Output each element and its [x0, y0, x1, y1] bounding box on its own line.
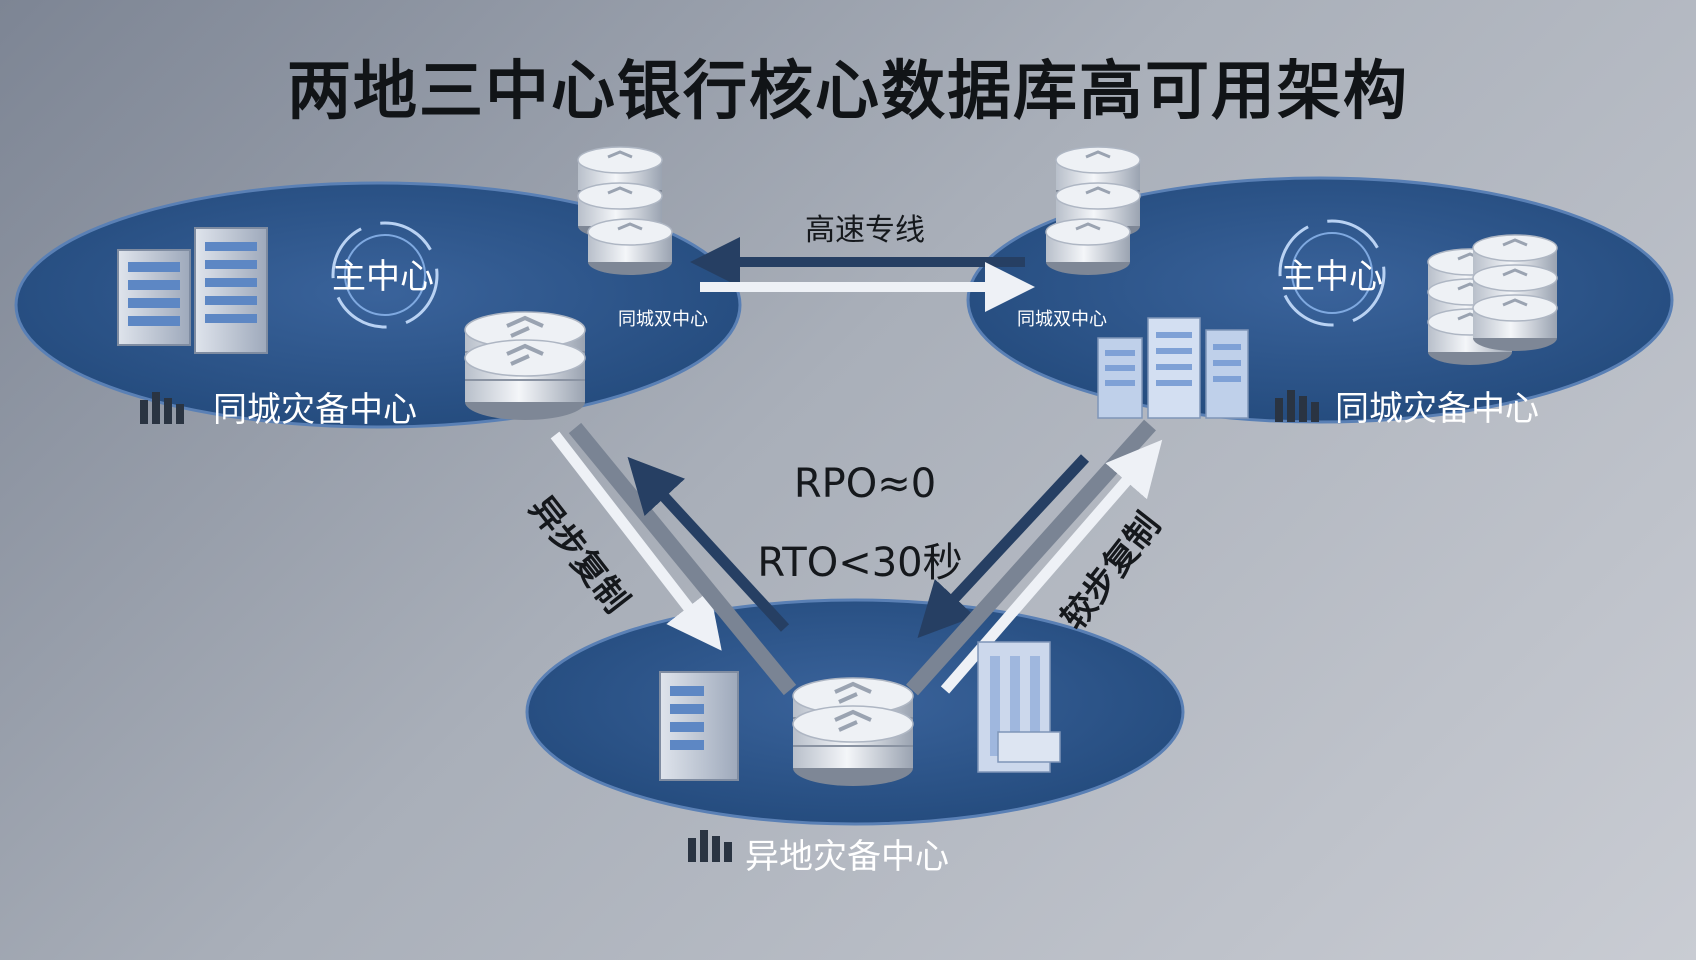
right-link-arrow-down	[917, 454, 1090, 639]
right-data-center-icon	[1275, 390, 1319, 422]
right-ring-logo-icon	[1278, 219, 1386, 327]
left-site-name: 同城灾备中心	[213, 390, 417, 430]
bottom-site-name: 异地灾备中心	[745, 837, 949, 877]
right-city-building-icon	[1097, 317, 1249, 419]
top-link: 高速专线	[690, 213, 1035, 312]
left-database-cylinder-icon	[463, 310, 587, 422]
left-link-arrow-down	[550, 431, 722, 651]
left-ring-logo-icon	[331, 221, 439, 329]
rpo-metric: RPO≈0	[794, 461, 936, 507]
left-database-stack-icon	[576, 145, 674, 277]
left-link-arrow-band	[568, 422, 797, 696]
right-site-name: 同城灾备中心	[1335, 389, 1539, 429]
right-dual-tag: 同城双中心	[1017, 309, 1107, 330]
left-dual-tag: 同城双中心	[618, 309, 708, 330]
right-main-tag: 主中心	[1281, 257, 1383, 297]
left-data-center-icon	[140, 392, 184, 424]
right-link-label: 较步复制	[1054, 506, 1169, 638]
left-main-tag: 主中心	[332, 257, 434, 297]
right-database-cluster-icon	[1426, 233, 1559, 367]
page-title: 两地三中心银行核心数据库高可用架构	[287, 55, 1409, 129]
right-database-stack-icon	[1044, 145, 1142, 277]
bottom-city-building-icon	[977, 641, 1061, 773]
bottom-database-cylinder-icon	[791, 676, 915, 788]
left-server-rack-icon	[117, 227, 268, 354]
left-link-arrow-up	[627, 456, 790, 632]
top-link-label: 高速专线	[805, 213, 925, 248]
rto-metric: RTO<30秒	[757, 540, 962, 586]
bottom-data-center-icon	[688, 830, 732, 862]
bottom-server-rack-icon	[659, 671, 739, 781]
